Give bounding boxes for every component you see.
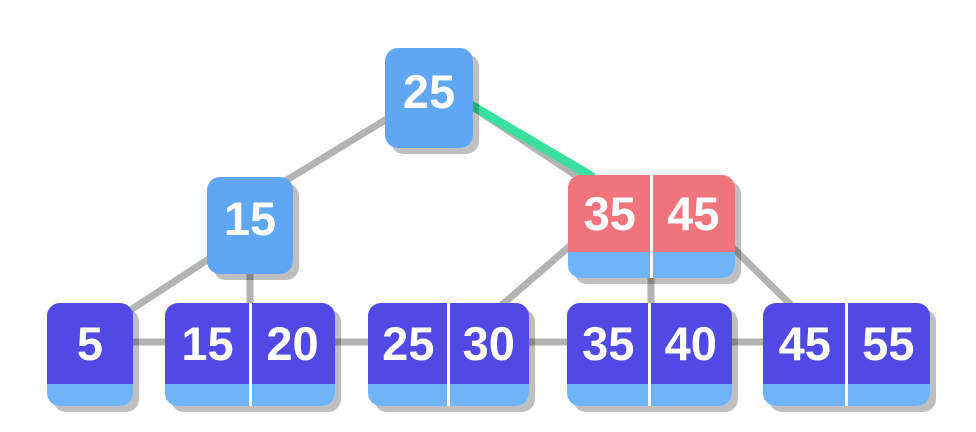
- node-key: 20: [266, 317, 319, 370]
- key-divider: [248, 303, 252, 406]
- edge-15-5: [122, 247, 225, 317]
- node-key: 40: [664, 317, 717, 370]
- leaf-node-35-40: 35 40: [567, 303, 732, 406]
- node-face: 25: [385, 48, 473, 134]
- node-key: 15: [223, 192, 277, 245]
- tree-node-35-45: 35 45: [568, 175, 735, 278]
- tree-node-15: 15: [207, 177, 293, 274]
- edge-35-45-25-30: [492, 235, 582, 314]
- node-key: 45: [778, 317, 831, 370]
- edge-35-45-45-55: [725, 240, 795, 309]
- node-strip: [207, 260, 293, 274]
- node-face: 5: [47, 303, 133, 384]
- leaf-node-5: 5: [47, 303, 133, 406]
- node-key: 25: [402, 64, 456, 118]
- highlight-edge-25-35-45: [459, 96, 596, 181]
- leaf-node-45-55: 45 55: [763, 303, 930, 406]
- key-divider: [845, 303, 848, 406]
- node-key: 5: [76, 317, 104, 370]
- node-key: 35: [583, 187, 636, 240]
- tree-node-25: 25: [385, 48, 473, 148]
- node-key: 55: [862, 317, 915, 370]
- node-strip: [47, 384, 133, 406]
- node-face: 15: [207, 177, 293, 260]
- node-key: 35: [582, 317, 635, 370]
- key-divider: [648, 303, 651, 406]
- key-divider: [650, 175, 653, 278]
- leaf-node-25-30: 25 30: [368, 303, 529, 406]
- node-strip: [385, 134, 473, 148]
- node-key: 45: [667, 187, 720, 240]
- node-key: 30: [462, 317, 515, 370]
- key-divider: [447, 303, 450, 406]
- node-key: 25: [382, 317, 435, 370]
- node-key: 15: [181, 317, 234, 370]
